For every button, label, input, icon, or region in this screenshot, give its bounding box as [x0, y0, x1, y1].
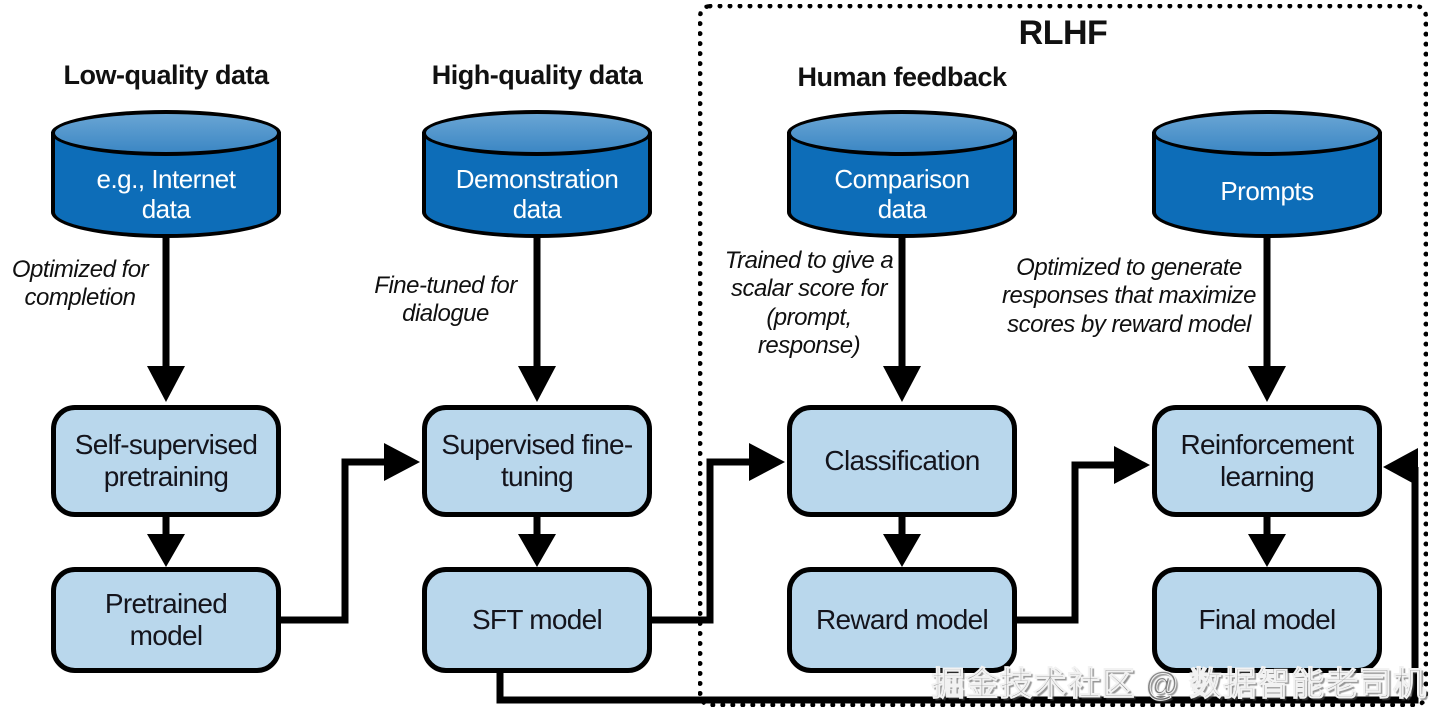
box-label: Final model [1198, 603, 1336, 635]
cylinder-label: Comparison data [834, 164, 970, 224]
cylinder-prompts: Prompts [1152, 110, 1382, 238]
box-label: Classification [824, 444, 980, 476]
box-label: Reinforcement learning [1180, 428, 1355, 492]
cylinder-comparison-data: Comparison data [787, 110, 1017, 238]
arrowhead-right-icon [1114, 446, 1150, 484]
box-classification: Classification [787, 405, 1017, 517]
connector-sftmodel-to-rl-loop [496, 467, 1419, 704]
annotation-optimized-maximize-scores: Optimized to generate responses that max… [1002, 254, 1256, 338]
cylinder-top [422, 110, 652, 156]
arrowhead-down-icon [518, 366, 556, 402]
arrowhead-down-icon [518, 534, 556, 567]
box-reinforcement-learning: Reinforcement learning [1152, 405, 1382, 517]
header-high-quality-data: High-quality data [431, 60, 643, 90]
cylinder-top [787, 110, 1017, 156]
box-label: Reward model [815, 603, 989, 635]
cylinder-demonstration-data: Demonstration data [422, 110, 652, 238]
box-reward-model: Reward model [787, 567, 1017, 673]
arrowhead-down-icon [147, 366, 185, 402]
box-label: Pretrained model [104, 587, 228, 651]
box-final-model: Final model [1152, 567, 1382, 673]
rlhf-group-title: RLHF [1018, 14, 1108, 52]
box-self-supervised-pretraining: Self-supervised pretraining [51, 405, 281, 517]
header-human-feedback: Human feedback [797, 62, 1007, 92]
arrowhead-down-icon [883, 366, 921, 402]
header-low-quality-data: Low-quality data [63, 60, 269, 90]
watermark: 掘金技术社区 @ 数据智能老司机 [931, 665, 1427, 703]
connector-reward-to-rl [1016, 461, 1116, 624]
annotation-fine-tuned-for-dialogue: Fine-tuned for dialogue [374, 272, 517, 328]
cylinder-top [51, 110, 281, 156]
annotation-trained-scalar-score: Trained to give a scalar score for (prom… [724, 247, 894, 359]
box-supervised-fine-tuning: Supervised fine-tuning [422, 405, 652, 517]
cylinder-label: Demonstration data [455, 164, 619, 224]
arrowhead-left-icon [1383, 448, 1418, 486]
box-label: Supervised fine-tuning [441, 428, 633, 492]
arrowhead-down-icon [883, 534, 921, 567]
cylinder-top [1152, 110, 1382, 156]
cylinder-label: e.g., Internet data [96, 164, 236, 224]
cylinder-internet-data: e.g., Internet data [51, 110, 281, 238]
annotation-optimized-for-completion: Optimized for completion [11, 256, 149, 312]
connector-pretrained-to-sft [281, 458, 386, 624]
connector-sftmodel-to-classification [651, 458, 751, 624]
box-sft-model: SFT model [422, 567, 652, 673]
box-label: Self-supervised pretraining [74, 428, 258, 492]
box-pretrained-model: Pretrained model [51, 567, 281, 673]
box-label: SFT model [471, 603, 603, 635]
arrowhead-right-icon [749, 443, 785, 481]
cylinder-label: Prompts [1220, 176, 1314, 207]
arrowhead-down-icon [1248, 534, 1286, 567]
arrowhead-down-icon [147, 534, 185, 567]
arrowhead-right-icon [384, 443, 420, 481]
arrowhead-down-icon [1248, 366, 1286, 402]
